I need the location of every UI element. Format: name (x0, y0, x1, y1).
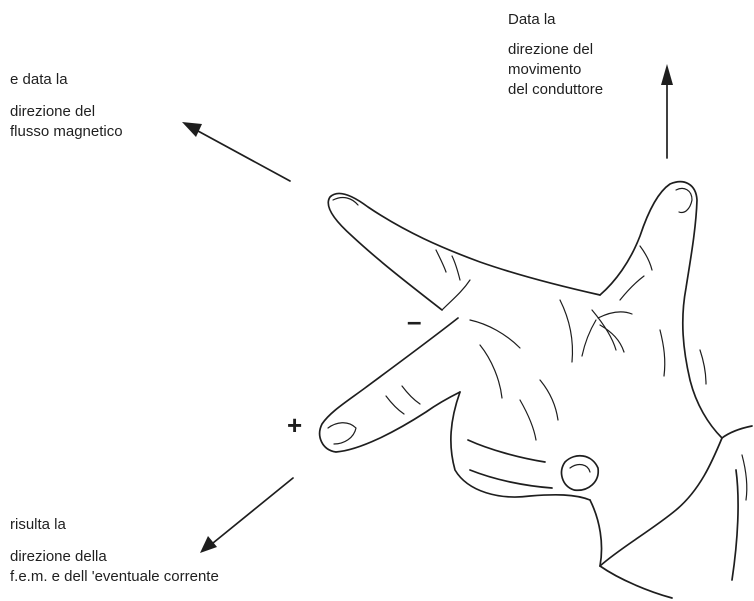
sleeve-cuff (599, 565, 673, 599)
motion-line-1: direzione del (508, 41, 594, 58)
flux-arrow (182, 122, 291, 182)
hand-outline (318, 180, 753, 599)
motion-label: Data la direzione del movimento del cond… (508, 10, 603, 100)
flux-line-2: flusso magnetico (10, 123, 123, 140)
curled-fingers (450, 391, 591, 501)
emf-arrow (200, 477, 294, 553)
result-line-2: f.e.m. e dell 'eventuale corrente (10, 568, 219, 585)
result-line-1: direzione della (10, 548, 107, 565)
index-finger (327, 192, 601, 311)
result-lead: risulta la (10, 516, 66, 533)
middle-finger (318, 317, 461, 453)
plus-sign: + (287, 410, 303, 440)
motion-lead: Data la (508, 11, 556, 28)
result-label: risulta la direzione della f.e.m. e dell… (10, 515, 219, 587)
flux-line-1: direzione del (10, 103, 96, 120)
motion-line-3: del conduttore (508, 81, 604, 98)
thumb (599, 180, 723, 439)
motion-line-2: movimento (508, 61, 582, 78)
motion-arrow (661, 64, 673, 159)
flux-lead: e data la (10, 71, 68, 88)
flux-label: e data la direzione del flusso magnetico (10, 70, 123, 142)
minus-sign: – (407, 306, 422, 336)
